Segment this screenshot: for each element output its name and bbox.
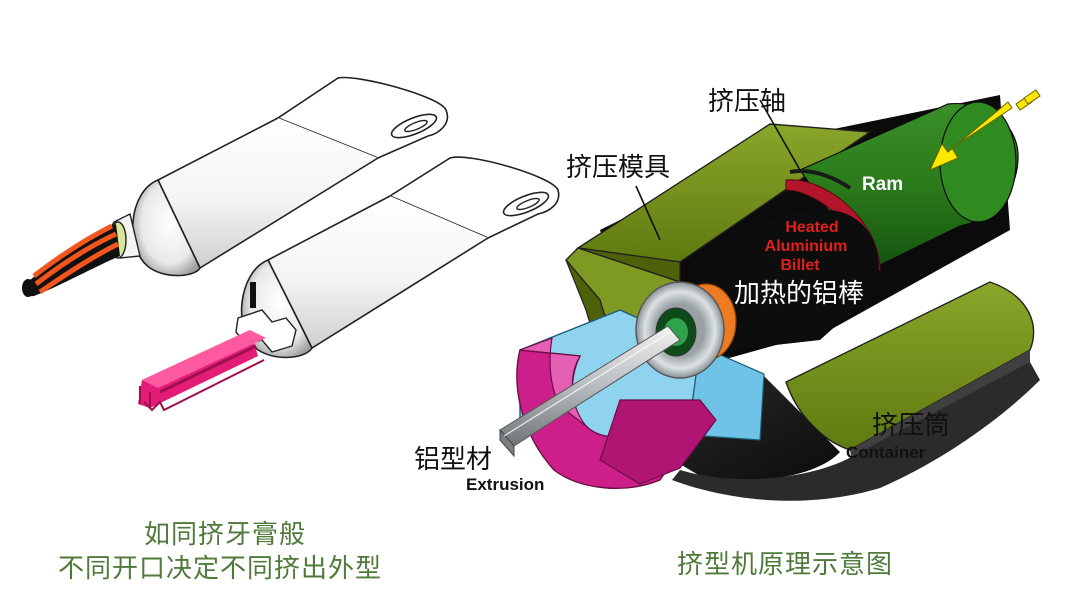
ram-direction-arrow — [929, 89, 1041, 171]
extrusion-press-illustration: 挤压轴 挤压模具 Ram Heated Aluminium Billet 加热的… — [414, 87, 1041, 501]
toothpaste-tubes-illustration — [22, 76, 560, 412]
die-leader-line — [635, 185, 661, 241]
lower-toothpaste-tube — [138, 156, 560, 412]
billet-en-label-line1: Heated — [785, 219, 838, 236]
extrusion-cn-label: 铝型材 — [414, 445, 492, 475]
die-cn-label: 挤压模具 — [566, 153, 670, 183]
ram-leader-line — [759, 99, 801, 171]
ram-cn-label: 挤压轴 — [708, 87, 786, 117]
extrusion-profile — [499, 325, 681, 458]
left-caption-line1: 如同挤牙膏般 — [143, 520, 306, 550]
heated-billet — [700, 209, 879, 350]
extrusion-en-label: Extrusion — [466, 475, 544, 494]
container-en-label: Container — [846, 443, 926, 462]
container-cn-label: 挤压筒 — [872, 411, 950, 441]
right-caption: 挤型机原理示意图 — [676, 550, 893, 580]
ram-en-label: Ram — [862, 174, 903, 195]
upper-toothpaste-tube — [22, 76, 449, 297]
extrusion-die — [516, 309, 765, 489]
billet-cn-label: 加热的铝棒 — [734, 279, 864, 309]
billet-en-label-line3: Billet — [780, 257, 820, 274]
die-ring — [635, 281, 725, 379]
billet-en-label-line2: Aluminium — [765, 238, 848, 255]
left-caption-line2: 不同开口决定不同挤出外型 — [57, 554, 382, 584]
